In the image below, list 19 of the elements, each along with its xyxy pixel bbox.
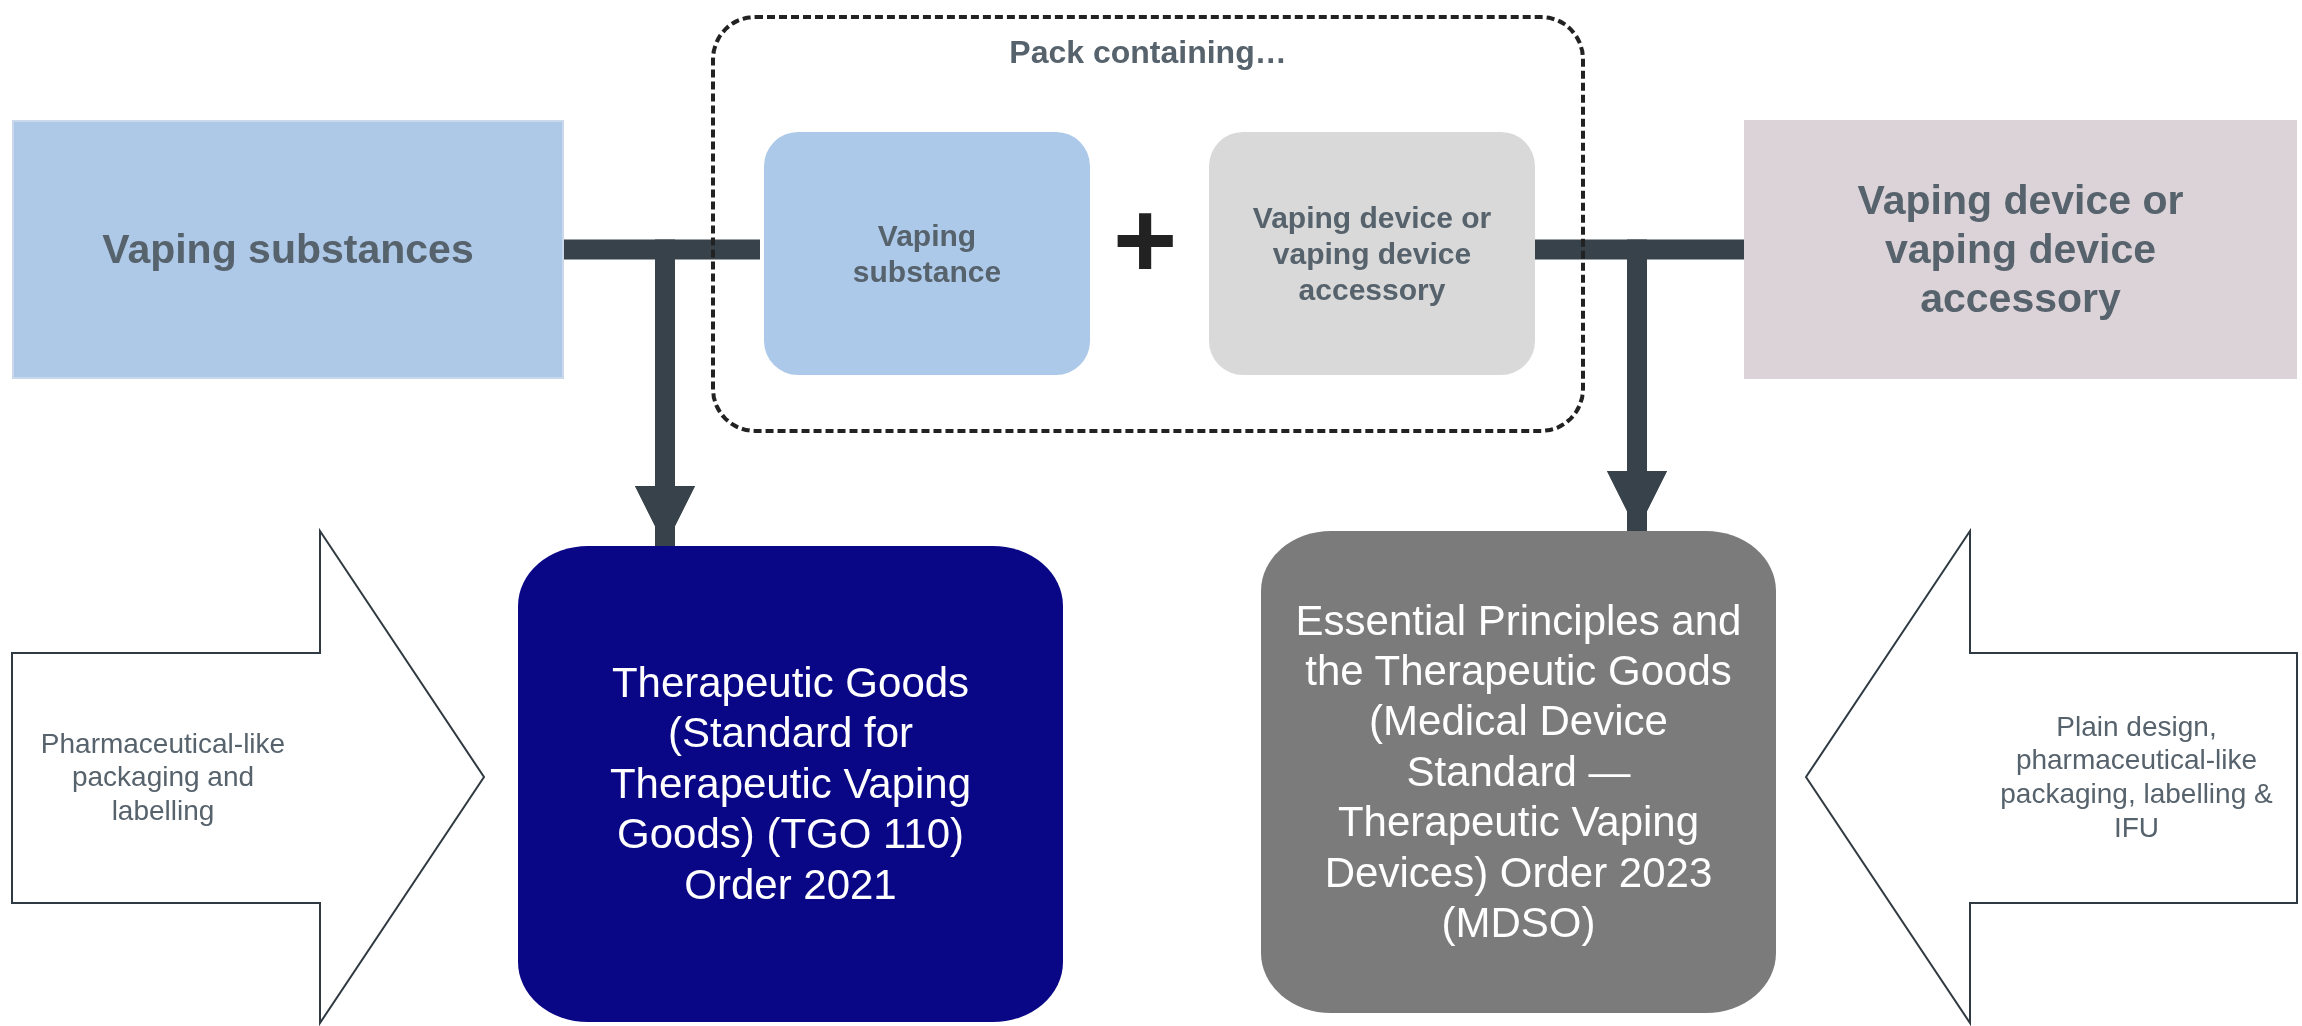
plus-sign: + <box>1111 185 1179 295</box>
process-box <box>1744 120 2297 379</box>
node-label: Vaping substances <box>102 224 474 274</box>
node-label: Therapeutic Goods (Standard for Therapeutic Vaping Goods) (TGO 110) Order 2021 <box>608 658 973 910</box>
process-box <box>1209 132 1535 375</box>
arrow-shape <box>12 531 484 1023</box>
node-label: Plain design, pharmaceutical-like packaging, labelling & IFU <box>1999 709 2274 845</box>
node-label: Pack containing… <box>1009 33 1287 72</box>
node-label: Pharmaceutical-like packaging and labelling <box>39 726 287 828</box>
process-box <box>1261 531 1776 1013</box>
node-label: Vaping substance <box>851 217 1003 290</box>
node-label: Vaping device or vaping device accessory <box>1856 175 2185 324</box>
node-label: Vaping device or vaping device accessory <box>1251 199 1493 308</box>
process-box <box>764 132 1090 375</box>
arrow-shape <box>1806 531 2297 1023</box>
dashed-group-box <box>711 15 1585 433</box>
process-box <box>518 546 1063 1022</box>
node-label: Essential Principles and the Therapeutic Goods (Medical Device Standard — Therapeutic Vaping Devices) Order 2023 (MDSO) <box>1294 595 1743 948</box>
process-box <box>12 120 564 379</box>
